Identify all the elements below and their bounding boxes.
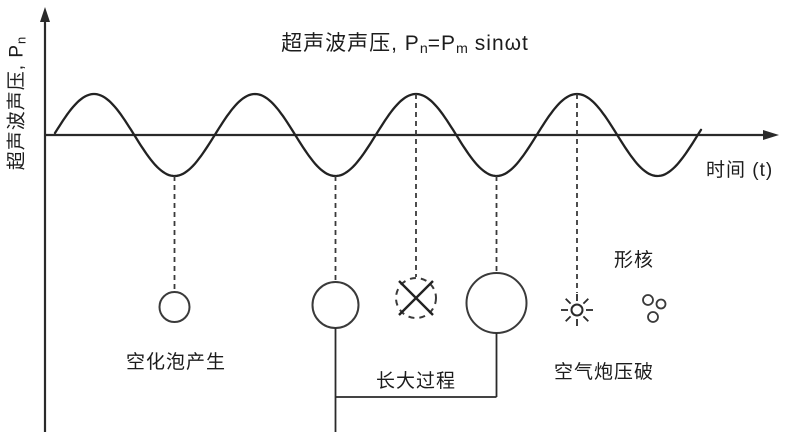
title-text-2: =P — [427, 32, 457, 55]
label-growth-process: 长大过程 — [375, 371, 457, 392]
title-sub-m: m — [456, 41, 468, 58]
y-axis-arrow — [40, 7, 50, 22]
y-axis-label-text: 超声波声压, P — [6, 43, 28, 171]
x-axis-label: 时间 (t) — [706, 160, 774, 181]
implosion-burst-icon — [561, 294, 593, 326]
compression-cross-line-2 — [398, 280, 434, 316]
title-text-1: 超声波声压, P — [281, 32, 420, 55]
y-axis-label-sub-n: n — [13, 36, 29, 44]
bubble-medium-icon — [311, 281, 360, 329]
label-bubble-generation: 空化泡产生 — [125, 352, 227, 373]
bubble-small-icon — [158, 291, 191, 323]
nuclei-icon — [642, 294, 667, 323]
pressure-wave — [53, 92, 703, 178]
wave-equation-title: 超声波声压, Pn=Pm sinωt — [281, 27, 529, 57]
bubble-large-icon — [465, 272, 528, 334]
y-axis-label: 超声波声压, Pn — [2, 14, 29, 194]
label-nucleation: 形核 — [613, 250, 655, 271]
title-text-3: sinωt — [467, 32, 529, 55]
title-sub-n: n — [419, 41, 428, 58]
x-axis-arrow — [763, 130, 779, 140]
label-bubble-collapse: 空气炮压破 — [553, 362, 655, 383]
bubble-compressed-icon — [395, 277, 437, 319]
